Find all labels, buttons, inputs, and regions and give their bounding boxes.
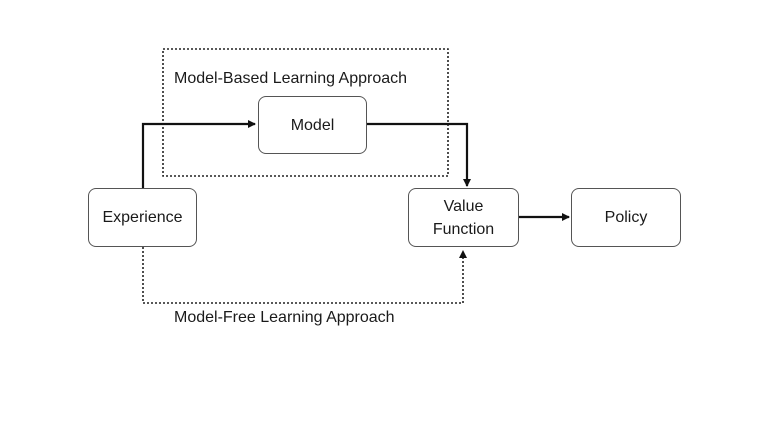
node-model: Model [258, 96, 367, 154]
node-policy: Policy [571, 188, 681, 247]
node-value-function-label-line-2: Function [432, 220, 495, 238]
model-free-region-label: Model-Free Learning Approach [174, 309, 395, 327]
arrow-model-to-value-function [367, 122, 471, 187]
node-model-label: Model [290, 116, 335, 134]
node-value-function: Value Function [408, 188, 519, 247]
model-based-region-label: Model-Based Learning Approach [174, 70, 408, 88]
node-policy-label: Policy [604, 209, 648, 226]
arrow-experience-to-model [141, 120, 256, 188]
node-experience: Experience [88, 188, 197, 247]
model-based-region-border [162, 48, 449, 177]
node-value-function-label-line-1: Value [443, 197, 484, 215]
node-experience-label: Experience [102, 209, 183, 226]
arrow-experience-to-value-function-dotted [142, 247, 467, 304]
